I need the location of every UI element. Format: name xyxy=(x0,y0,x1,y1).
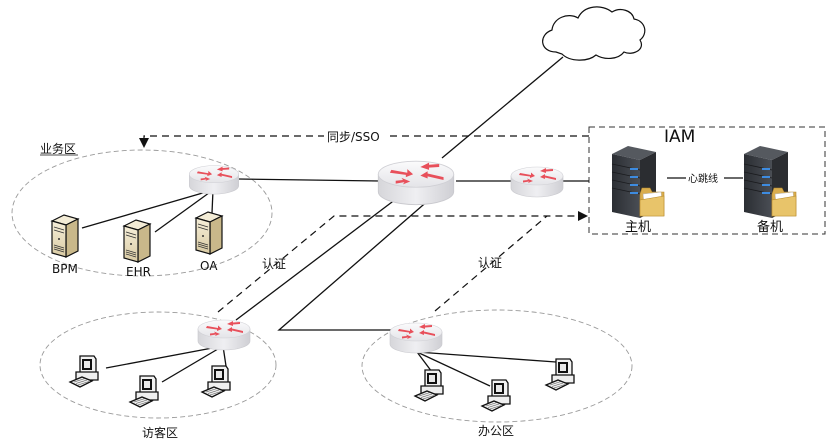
router-icon xyxy=(197,319,251,351)
server-label-ehr: EHR xyxy=(126,265,151,279)
auth-visitor-label: 认证 xyxy=(262,257,286,271)
link-core-cloud xyxy=(441,56,564,159)
zone-business-label: 业务区 xyxy=(40,141,76,156)
folder-icon xyxy=(771,187,797,217)
link-core-office xyxy=(277,198,431,331)
server-label-bpm: BPM xyxy=(52,262,78,276)
link-sync-sso xyxy=(139,135,589,148)
pc-icon xyxy=(69,355,99,388)
iam-primary-label: 主机 xyxy=(625,220,651,235)
zone-office xyxy=(361,309,633,423)
pc-icon xyxy=(201,365,231,398)
heartbeat-label: 心跳线 xyxy=(688,172,718,185)
link-business-core xyxy=(237,178,381,182)
link-core-visitor xyxy=(235,195,401,321)
pc-icon xyxy=(129,375,159,408)
link-auth-office xyxy=(434,215,548,312)
zone-business xyxy=(11,149,273,277)
zone-visitor xyxy=(39,311,277,419)
sync-sso-label: 同步/SSO xyxy=(327,130,380,144)
solid-links xyxy=(81,56,743,387)
server-icon xyxy=(195,211,223,255)
server-icon xyxy=(51,214,79,258)
link-auth-visitor xyxy=(217,211,588,313)
auth-office-label: 认证 xyxy=(478,256,502,270)
router-icon xyxy=(377,160,455,206)
pc-icon xyxy=(545,358,575,391)
server-label-oa: OA xyxy=(200,259,218,273)
pc-icon xyxy=(414,369,444,402)
iam-standby-label: 备机 xyxy=(757,219,783,235)
router-icon xyxy=(188,165,240,195)
cloud-icon xyxy=(542,6,646,61)
zone-visitor-label: 访客区 xyxy=(142,425,178,440)
server-icon xyxy=(123,219,151,263)
folder-icon xyxy=(639,187,665,217)
router-icon xyxy=(389,322,443,354)
router-icon xyxy=(510,166,564,198)
iam-title: IAM xyxy=(664,127,695,147)
zone-office-label: 办公区 xyxy=(478,423,514,438)
